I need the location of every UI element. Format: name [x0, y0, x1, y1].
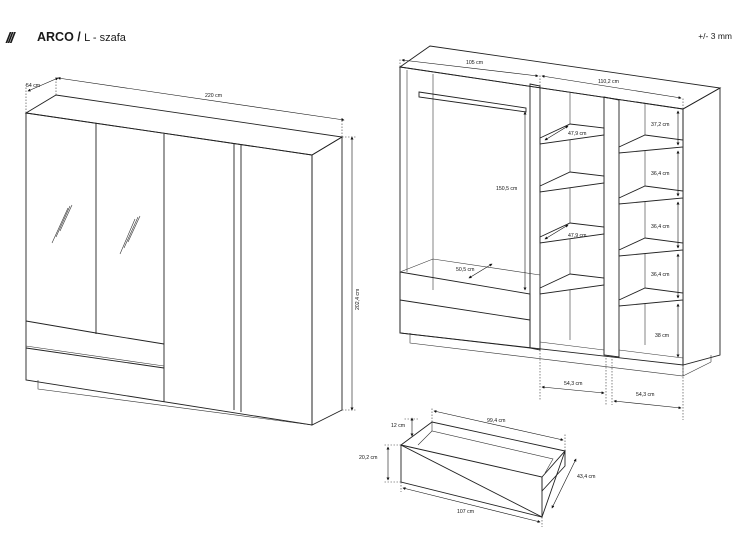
height-dimension: 202,4 cm	[355, 289, 361, 310]
depth-dimension: 54 cm	[26, 83, 40, 89]
drawer-depth-dim: 43,4 cm	[577, 474, 595, 480]
drawer-interior-dim: 50,5 cm	[456, 267, 474, 273]
right-section-width-dim: 110,2 cm	[598, 79, 619, 85]
drawer-width-dim: 107 cm	[457, 509, 474, 515]
mirror-glint-icon	[119, 215, 141, 255]
shelf-depth-dim-lower: 47,9 cm	[568, 233, 586, 239]
shelf-gap-dim-1: 37,2 cm	[651, 122, 669, 128]
width-dimension: 220 cm	[205, 93, 222, 99]
shelf-gap-dim-2: 36,4 cm	[651, 171, 669, 177]
drawer-front-height-dim: 20,2 cm	[359, 455, 377, 461]
product-subtitle: L - szafa	[84, 32, 126, 44]
mirror-glint-icon	[51, 204, 73, 244]
page-title: ARCO / L - szafa	[37, 30, 126, 44]
closed-wardrobe-view: 54 cm 220 cm 202,4 cm	[24, 76, 361, 426]
brand-slash-mark: ///	[6, 30, 14, 47]
column-width-dim-1: 54,3 cm	[564, 381, 582, 387]
shelf-gap-dim-3: 36,4 cm	[651, 224, 669, 230]
shelf-gap-dim-5: 38 cm	[655, 333, 669, 339]
drawer-inner-width-dim: 99,4 cm	[487, 418, 505, 424]
tolerance-note: +/- 3 mm	[698, 31, 732, 41]
drawer-side-height-dim: 12 cm	[391, 423, 405, 429]
left-section-width-dim: 105 cm	[466, 60, 483, 66]
hanging-height-dim: 150,5 cm	[496, 186, 517, 192]
open-wardrobe-view: 105 cm 110,2 cm 150,5 cm 47,9 cm 47,9 cm…	[398, 45, 722, 420]
brand-name: ARCO /	[37, 30, 81, 44]
shelf-gap-dim-4: 36,4 cm	[651, 272, 669, 278]
shelf-depth-dim-upper: 47,9 cm	[568, 131, 586, 137]
column-width-dim-2: 54,3 cm	[636, 392, 654, 398]
drawer-view: 20,2 cm 12 cm 99,4 cm 43,4 cm 107 cm	[359, 407, 595, 527]
